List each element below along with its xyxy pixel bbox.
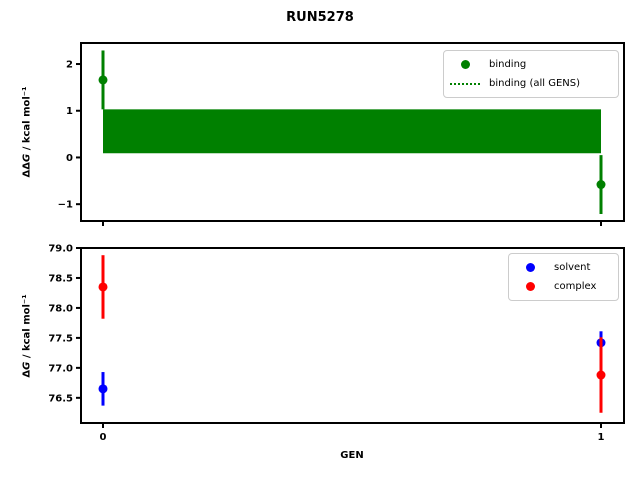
legend-item-binding: binding — [450, 55, 612, 74]
legend-item-complex: complex — [515, 277, 612, 296]
axes1-legend: binding binding (all GENS) — [443, 50, 619, 98]
x-axis-label: GEN — [340, 450, 364, 461]
binding-dot-icon — [450, 60, 480, 69]
axes2-ylabel-units: / kcal mol⁻¹ — [21, 294, 33, 362]
legend-label: binding (all GENS) — [489, 78, 581, 89]
axes2-ylabel-symbol: G — [21, 361, 33, 370]
xtick-label: 1 — [598, 432, 605, 443]
dotted-line-icon — [450, 82, 480, 85]
ytick-label: 78.0 — [48, 303, 73, 314]
axes1-ylabel: ΔΔG / kcal mol⁻¹ — [22, 87, 33, 178]
axes2-ylabel-prefix: Δ — [21, 369, 33, 378]
figure-title: RUN5278 — [286, 10, 354, 25]
xtick-label: 0 — [100, 432, 107, 443]
complex-point — [98, 282, 108, 292]
ytick-label: −1 — [58, 200, 73, 211]
complex-dot-icon — [515, 282, 545, 291]
legend-label: solvent — [554, 262, 591, 273]
solvent-point — [98, 384, 108, 394]
complex-point — [596, 370, 606, 380]
ytick-label: 79.0 — [48, 244, 73, 255]
ytick-label: 2 — [66, 60, 73, 71]
axes1-ylabel-symbol: G — [21, 153, 33, 162]
axes1-ylabel-prefix: ΔΔ — [21, 161, 33, 178]
axes-spines — [80, 247, 625, 424]
legend-item-solvent: solvent — [515, 258, 612, 277]
ytick-label: 1 — [66, 106, 73, 117]
axes2-ylabel: ΔG / kcal mol⁻¹ — [22, 294, 33, 377]
binding-point — [596, 180, 606, 190]
uncertainty-band — [103, 109, 601, 154]
axes-spines — [80, 42, 625, 222]
ytick-label: 77.5 — [48, 333, 73, 344]
axes1-ylabel-units: / kcal mol⁻¹ — [21, 86, 33, 154]
solvent-dot-icon — [515, 263, 545, 272]
ytick-label: 78.5 — [48, 273, 73, 284]
legend-item-binding-all-gens: binding (all GENS) — [450, 74, 612, 93]
ytick-label: 0 — [66, 153, 73, 164]
legend-label: complex — [554, 281, 597, 292]
axes2-legend: solvent complex — [508, 253, 619, 301]
ytick-label: 76.5 — [48, 393, 73, 404]
ytick-label: 77.0 — [48, 363, 73, 374]
binding-point — [98, 75, 108, 85]
legend-label: binding — [489, 59, 527, 70]
